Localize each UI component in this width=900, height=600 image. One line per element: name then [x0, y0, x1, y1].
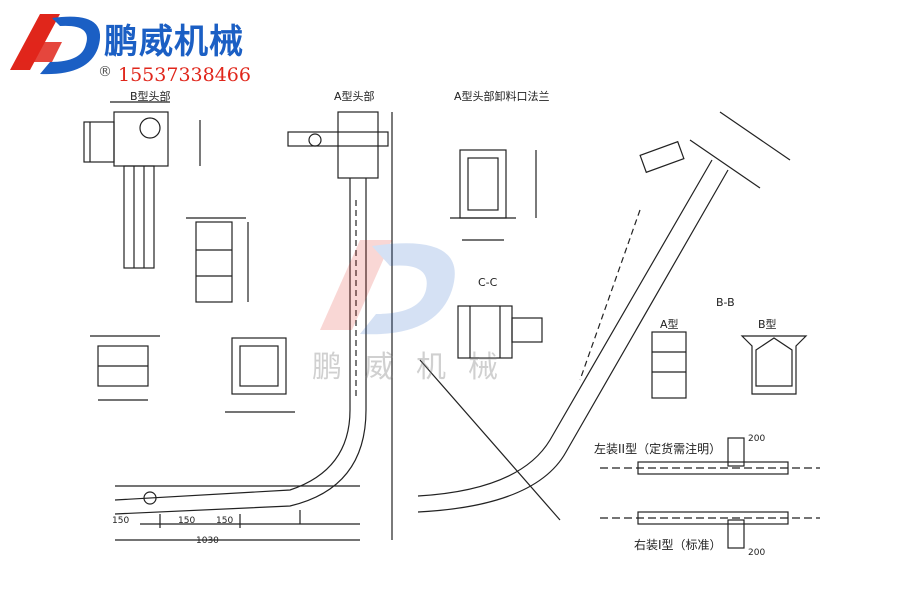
label-cc: C-C	[478, 276, 498, 289]
dim-200-bottom: 200	[748, 548, 766, 558]
dim-150-a: 150	[112, 516, 130, 526]
a-section-left	[90, 335, 160, 401]
label-right-install: 右装I型（标准）	[634, 538, 722, 552]
dim-1030: 1030	[196, 536, 219, 546]
label-bb: B-B	[716, 296, 735, 309]
registered-mark: ®	[98, 64, 112, 80]
label-a-head: A型头部	[334, 90, 375, 103]
bb-a-section	[651, 331, 687, 399]
cc-section	[457, 305, 543, 359]
dim-200-top: 200	[748, 434, 766, 444]
logo-icon	[10, 14, 101, 75]
a-section-middle	[225, 337, 295, 413]
bb-b-section	[740, 335, 808, 395]
dim-150-b: 150	[178, 516, 196, 526]
label-a-head-flange: A型头部卸料口法兰	[454, 90, 550, 103]
inclined-conveyor	[417, 111, 791, 521]
brand-phone: 15537338466	[118, 64, 251, 86]
b-head-detail	[83, 101, 201, 269]
a-head-conveyor	[114, 111, 393, 541]
label-a-type: A型	[660, 318, 679, 331]
label-b-head: B型头部	[130, 90, 171, 103]
dim-150-c: 150	[216, 516, 234, 526]
label-b-type: B型	[758, 318, 777, 331]
watermark-text: 鹏威机械	[312, 350, 520, 385]
brand-name: 鹏威机械	[104, 22, 244, 62]
tension-section-detail	[186, 217, 249, 303]
watermark-logo-icon	[320, 240, 455, 335]
label-left-install: 左装II型（定货需注明）	[594, 442, 722, 456]
left-install-strip	[600, 437, 820, 475]
right-install-strip	[600, 511, 820, 549]
a-head-flange	[450, 149, 537, 241]
